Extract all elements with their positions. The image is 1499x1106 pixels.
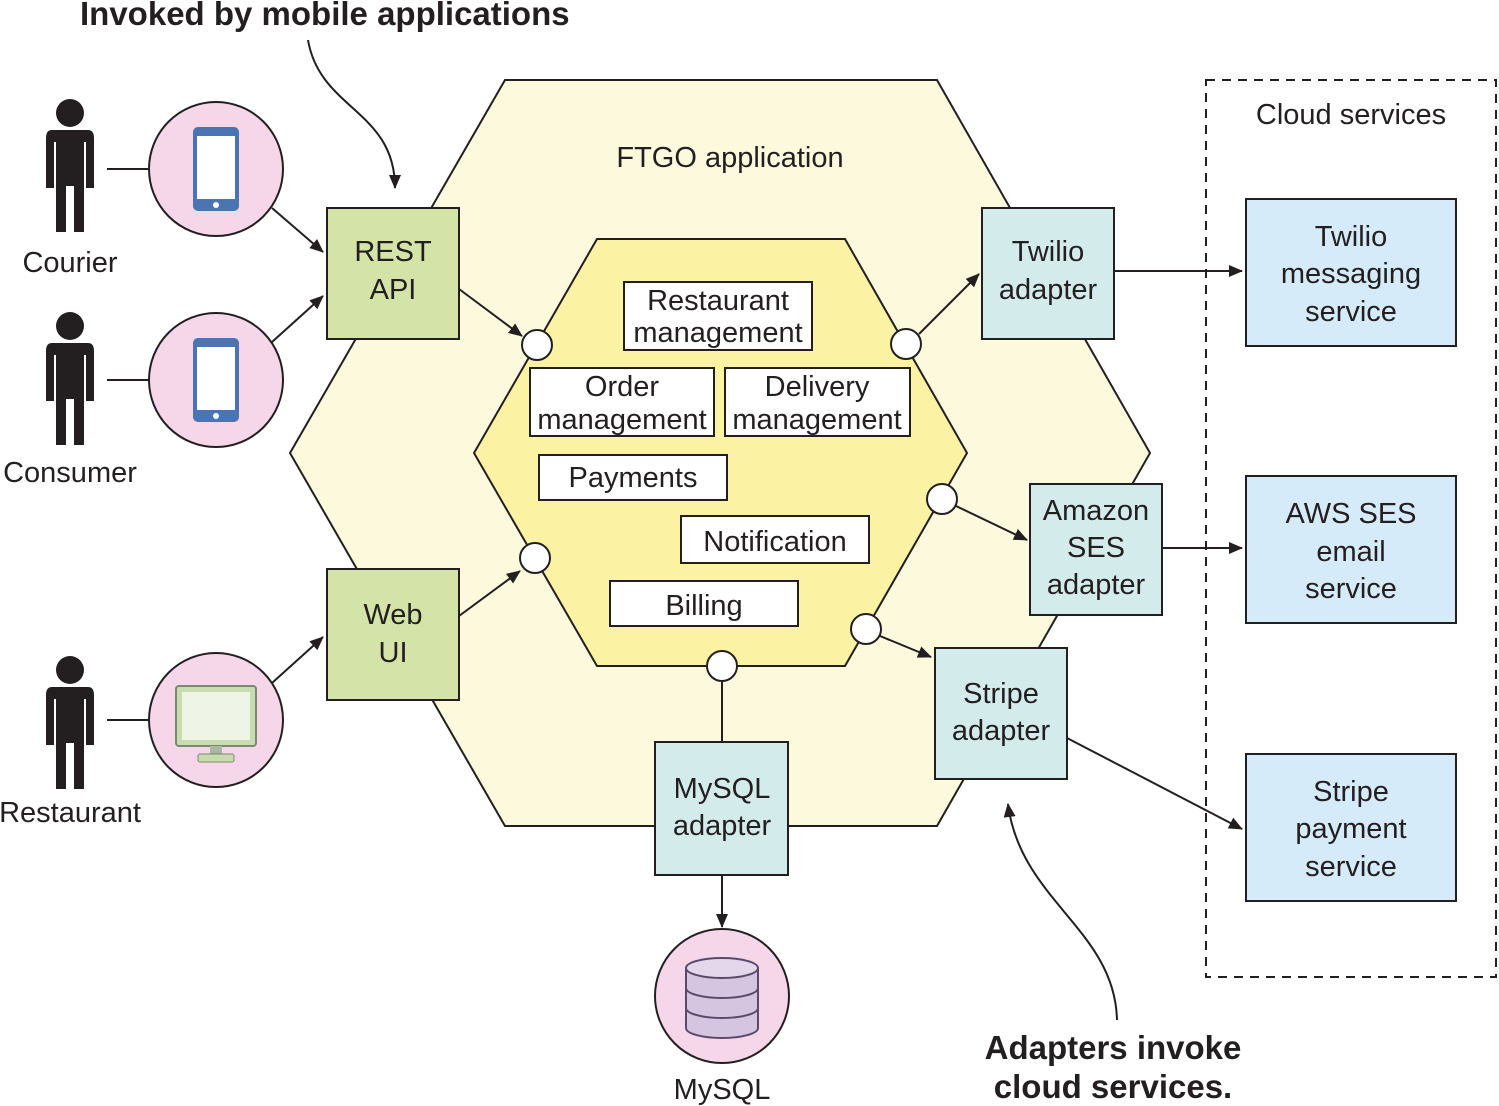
mysql-adapter: MySQL adapter — [654, 741, 789, 876]
cloud-services-title: Cloud services — [1256, 99, 1446, 131]
callout-adapters-line2: cloud services. — [994, 1068, 1232, 1105]
svg-text:adapter: adapter — [1047, 569, 1146, 601]
arrow-rest-to-core — [458, 288, 523, 337]
svg-text:service: service — [1305, 851, 1397, 883]
svg-text:MySQL: MySQL — [674, 773, 771, 805]
mysql-database-icon — [654, 928, 790, 1064]
module-restaurant-management: Restaurant management — [623, 281, 813, 351]
rest-api-adapter: REST API — [326, 207, 460, 340]
svg-text:Restaurant: Restaurant — [647, 285, 789, 317]
svg-text:service: service — [1305, 296, 1397, 328]
svg-text:adapter: adapter — [952, 715, 1051, 747]
svg-text:Stripe: Stripe — [963, 678, 1039, 710]
arrow-web-to-core — [458, 570, 521, 617]
svg-text:service: service — [1305, 573, 1397, 605]
svg-text:Payments: Payments — [569, 462, 698, 494]
svg-text:Amazon: Amazon — [1043, 495, 1149, 527]
svg-text:management: management — [633, 317, 802, 349]
port-stripe — [850, 613, 882, 645]
port-mysql — [706, 650, 738, 682]
callout-arrow-top — [307, 39, 401, 189]
arrow-core-to-twilio — [918, 273, 980, 335]
module-order-management: Order management — [529, 367, 715, 437]
amazon-ses-adapter: Amazon SES adapter — [1029, 483, 1163, 616]
port-web — [519, 542, 551, 574]
svg-text:Order: Order — [585, 371, 659, 403]
actor-restaurant-label: Restaurant — [0, 797, 141, 829]
svg-text:Notification: Notification — [703, 526, 846, 558]
twilio-adapter: Twilio adapter — [981, 207, 1115, 340]
desktop-monitor-icon — [148, 652, 284, 788]
port-rest — [521, 329, 553, 361]
svg-text:Stripe: Stripe — [1313, 776, 1389, 808]
svg-text:messaging: messaging — [1281, 258, 1421, 290]
svg-text:REST: REST — [354, 236, 432, 268]
callout-adapters-line1: Adapters invoke — [985, 1029, 1242, 1066]
mobile-phone-icon — [148, 312, 284, 448]
application-title: FTGO application — [616, 142, 843, 174]
module-payments: Payments — [538, 454, 728, 501]
restaurant-person-icon — [46, 656, 94, 789]
arrow-core-to-stripe — [879, 635, 932, 658]
stripe-adapter: Stripe adapter — [934, 647, 1068, 780]
svg-text:Twilio: Twilio — [1315, 221, 1388, 253]
svg-text:Web: Web — [363, 599, 422, 631]
mobile-phone-icon — [148, 101, 284, 237]
arrow-consumer-rest — [271, 295, 324, 343]
port-twilio — [890, 328, 922, 360]
callout-mobile-applications: Invoked by mobile applications — [80, 0, 570, 32]
svg-text:adapter: adapter — [673, 810, 772, 842]
arrow-restaurant-web — [271, 636, 324, 684]
module-notification: Notification — [680, 515, 870, 564]
svg-text:payment: payment — [1295, 813, 1406, 845]
arrow-stripe-to-cloud — [1066, 737, 1243, 830]
port-ses — [926, 483, 958, 515]
arrow-courier-rest — [271, 207, 324, 253]
svg-text:adapter: adapter — [999, 274, 1098, 306]
svg-text:email: email — [1316, 536, 1385, 568]
svg-text:AWS SES: AWS SES — [1285, 498, 1416, 530]
stripe-payment-service: Stripe payment service — [1245, 753, 1457, 902]
courier-person-icon — [46, 99, 94, 232]
svg-text:Delivery: Delivery — [765, 371, 870, 403]
svg-text:API: API — [370, 274, 417, 306]
module-billing: Billing — [609, 580, 799, 627]
svg-text:SES: SES — [1067, 532, 1125, 564]
module-delivery-management: Delivery management — [724, 367, 911, 437]
cloud-services-group — [1205, 79, 1497, 978]
database-label: MySQL — [674, 1074, 771, 1106]
web-ui-adapter: Web UI — [326, 568, 460, 701]
svg-text:Twilio: Twilio — [1012, 236, 1085, 268]
actor-courier-label: Courier — [22, 247, 117, 279]
svg-text:UI: UI — [379, 637, 408, 669]
callout-arrow-bottom — [1003, 803, 1118, 1021]
twilio-messaging-service: Twilio messaging service — [1245, 198, 1457, 347]
svg-text:Billing: Billing — [665, 590, 742, 622]
arrow-core-to-ses — [955, 505, 1028, 541]
consumer-person-icon — [46, 312, 94, 445]
svg-text:management: management — [537, 404, 706, 436]
svg-text:management: management — [732, 404, 901, 436]
actor-consumer-label: Consumer — [3, 457, 137, 489]
aws-ses-email-service: AWS SES email service — [1245, 475, 1457, 624]
